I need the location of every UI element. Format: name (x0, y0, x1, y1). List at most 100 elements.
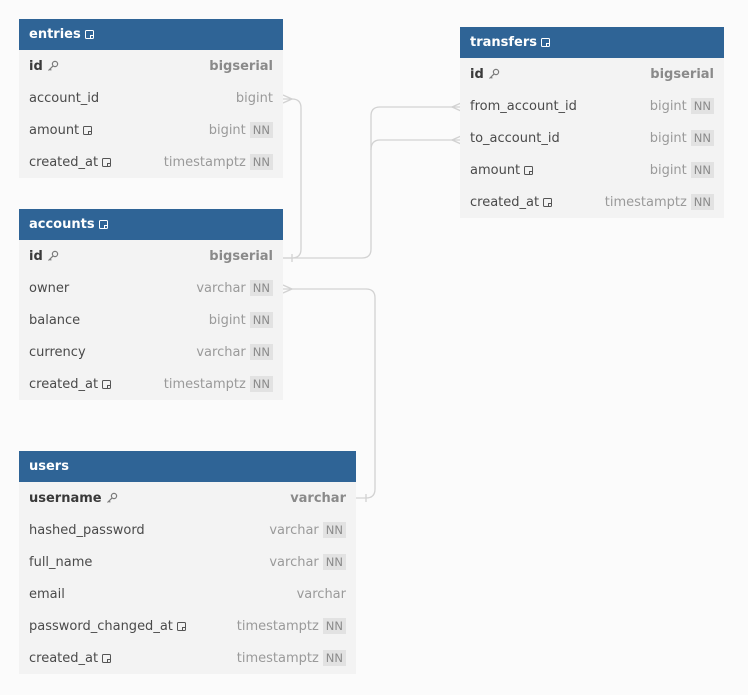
column-type: varchar (196, 280, 246, 296)
column-row[interactable]: created_at timestamptz NN (460, 186, 724, 218)
connector-transfers-from-account-id-to-accounts-id (283, 106, 461, 259)
column-row[interactable]: amount bigint NN (460, 154, 724, 186)
not-null-badge: NN (249, 376, 273, 392)
column-row[interactable]: hashed_password varchar NN (19, 514, 356, 546)
table-transfers[interactable]: transfers id bigserial from_account_id b… (460, 27, 724, 218)
column-row[interactable]: balance bigint NN (19, 304, 283, 336)
note-icon (102, 653, 112, 663)
not-null-badge: NN (690, 162, 714, 178)
not-null-badge: NN (249, 154, 273, 170)
column-type: timestamptz (236, 618, 319, 634)
column-name: owner (29, 280, 70, 296)
column-name: id (29, 248, 43, 264)
column-name: created_at (29, 376, 99, 392)
column-row[interactable]: created_at timestamptz NN (19, 146, 283, 178)
column-type: timestamptz (236, 650, 319, 666)
table-users[interactable]: users username varchar hashed_password v… (19, 451, 356, 674)
not-null-badge: NN (322, 522, 346, 538)
column-row[interactable]: currency varchar NN (19, 336, 283, 368)
column-type: bigint (649, 162, 687, 178)
column-type: varchar (269, 554, 319, 570)
note-icon (543, 197, 553, 207)
note-icon (98, 220, 108, 230)
column-type: varchar (269, 522, 319, 538)
table-title: accounts (29, 217, 95, 232)
not-null-badge: NN (322, 554, 346, 570)
column-name: from_account_id (470, 98, 577, 114)
column-name: email (29, 586, 65, 602)
column-name: amount (29, 122, 80, 138)
crowfoot-entries-account-id (282, 94, 294, 104)
column-name: amount (470, 162, 521, 178)
note-icon (83, 125, 93, 135)
column-type: bigserial (650, 66, 714, 82)
note-icon (524, 165, 534, 175)
crowfoot-transfers-from-account-id (450, 102, 462, 112)
column-row[interactable]: created_at timestamptz NN (19, 642, 356, 674)
column-row[interactable]: full_name varchar NN (19, 546, 356, 578)
column-name: created_at (29, 154, 99, 170)
key-icon (488, 68, 499, 79)
key-icon (47, 250, 58, 261)
column-type: bigint (649, 98, 687, 114)
column-name: account_id (29, 90, 100, 106)
column-row[interactable]: email varchar (19, 578, 356, 610)
connector-transfers-to-account-id-to-accounts-id (370, 139, 461, 151)
column-type: timestamptz (163, 154, 246, 170)
column-row[interactable]: to_account_id bigint NN (460, 122, 724, 154)
column-name: created_at (29, 650, 99, 666)
column-type: bigint (235, 90, 273, 106)
column-type: varchar (296, 586, 346, 602)
column-row[interactable]: account_id bigint (19, 82, 283, 114)
key-icon (106, 492, 117, 503)
table-header-users[interactable]: users (19, 451, 356, 482)
column-row[interactable]: from_account_id bigint NN (460, 90, 724, 122)
column-row[interactable]: created_at timestamptz NN (19, 368, 283, 400)
column-row[interactable]: id bigserial (19, 50, 283, 82)
note-icon (102, 157, 112, 167)
table-header-transfers[interactable]: transfers (460, 27, 724, 58)
column-type: bigint (649, 130, 687, 146)
not-null-badge: NN (690, 130, 714, 146)
note-icon (102, 379, 112, 389)
column-type: bigint (208, 122, 246, 138)
note-icon (176, 621, 187, 631)
column-type: bigserial (209, 248, 273, 264)
table-entries[interactable]: entries id bigserial account_id bigint a… (19, 19, 283, 178)
column-row[interactable]: owner varchar NN (19, 272, 283, 304)
connector-accounts-owner-to-users-username (283, 288, 376, 499)
column-name: currency (29, 344, 86, 360)
not-null-badge: NN (322, 618, 346, 634)
column-name: full_name (29, 554, 93, 570)
column-name: id (470, 66, 484, 82)
column-name: created_at (470, 194, 540, 210)
column-type: varchar (196, 344, 246, 360)
column-name: id (29, 58, 43, 74)
table-header-entries[interactable]: entries (19, 19, 283, 50)
column-name: hashed_password (29, 522, 145, 538)
column-type: varchar (290, 490, 346, 506)
column-name: username (29, 490, 102, 506)
table-title: users (29, 459, 69, 474)
column-type: timestamptz (604, 194, 687, 210)
crowfoot-transfers-to-account-id (450, 135, 462, 145)
table-title: entries (29, 27, 81, 42)
not-null-badge: NN (690, 98, 714, 114)
column-row[interactable]: id bigserial (19, 240, 283, 272)
note-icon (84, 30, 94, 40)
not-null-badge: NN (690, 194, 714, 210)
column-type: bigserial (209, 58, 273, 74)
column-row[interactable]: password_changed_at timestamptz NN (19, 610, 356, 642)
not-null-badge: NN (322, 650, 346, 666)
key-icon (47, 60, 58, 71)
not-null-badge: NN (249, 280, 273, 296)
table-header-accounts[interactable]: accounts (19, 209, 283, 240)
not-null-badge: NN (249, 312, 273, 328)
column-row[interactable]: id bigserial (460, 58, 724, 90)
column-type: timestamptz (163, 376, 246, 392)
column-row[interactable]: amount bigint NN (19, 114, 283, 146)
table-accounts[interactable]: accounts id bigserial owner varchar NN b… (19, 209, 283, 400)
column-row[interactable]: username varchar (19, 482, 356, 514)
